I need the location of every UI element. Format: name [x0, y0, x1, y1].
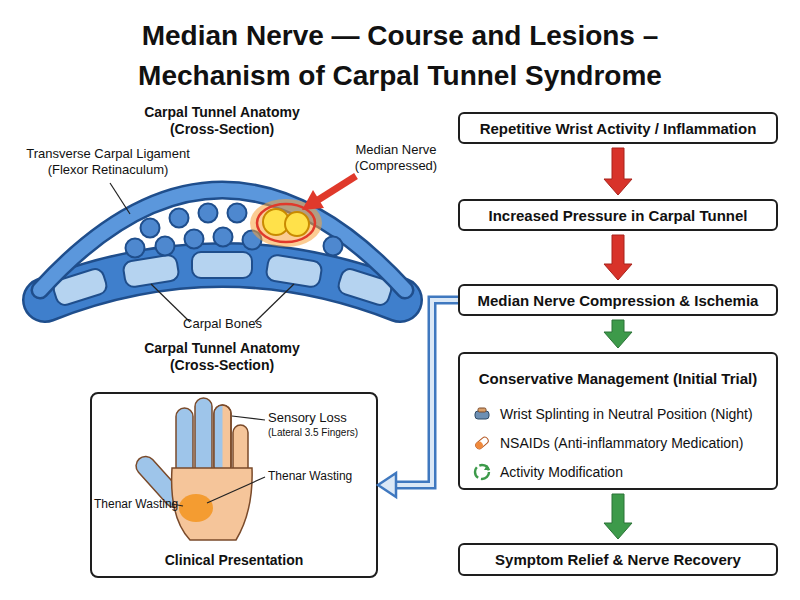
flexor-tendons: [170, 209, 189, 228]
box-text: Repetitive Wrist Activity / Inflammation: [480, 120, 757, 137]
part-label: Median Nerve (Compressed): [348, 142, 444, 173]
box-text: Median Nerve Compression & Ischemia: [478, 292, 759, 309]
median-nerve: [250, 199, 322, 247]
compression-arrow: [318, 176, 356, 200]
arrow-shape: [604, 235, 632, 280]
median-nerve: [285, 212, 309, 236]
carpal-bones: [192, 252, 252, 278]
carpal-bones: [122, 254, 179, 288]
sign-label: Thenar Wasting: [94, 497, 174, 511]
treatment-box: Conservative Management (Initial Trial) W…: [458, 352, 778, 490]
carpal-bones: [336, 267, 393, 307]
flow-arrow: [604, 320, 632, 348]
flexor-tendons: [156, 237, 175, 256]
leader-lines: [110, 183, 130, 214]
median-nerve: [263, 209, 289, 235]
process-box: Symptom Relief & Nerve Recovery: [458, 543, 778, 576]
sign-label: Thenar Wasting: [268, 469, 373, 483]
bullet-text: NSAIDs (Anti-inflammatory Medication): [500, 435, 744, 451]
median-nerve: [250, 199, 322, 247]
carpal-bone-band: [45, 265, 400, 300]
bullet-row: NSAIDs (Anti-inflammatory Medication): [460, 428, 776, 457]
bullet-icon: [474, 440, 484, 450]
bullet-icon: [484, 465, 490, 470]
box-text: Increased Pressure in Carpal Tunnel: [489, 207, 748, 224]
flow-arrow: [604, 235, 632, 280]
box-heading: Conservative Management (Initial Trial): [466, 370, 770, 387]
part-label: Carpal Bones: [160, 316, 285, 332]
flexor-tendons: [228, 204, 247, 223]
flexor-tendons: [324, 237, 343, 256]
process-box: Median Nerve Compression & Ischemia: [458, 284, 778, 316]
arrow-shape: [604, 320, 632, 348]
leader-lines: [110, 183, 294, 322]
bullet-icon: [474, 435, 489, 449]
carpal-bones: [265, 254, 322, 288]
compression-arrow: [302, 176, 356, 210]
flexor-tendons: [185, 230, 204, 249]
carpal-bones: [51, 252, 393, 307]
bullet-icon: [472, 433, 492, 453]
transverse-carpal-ligament: [40, 190, 405, 290]
connector-line: [394, 300, 458, 485]
bullet-icon: [478, 408, 486, 412]
flexor-tendons: [141, 219, 160, 238]
flexor-tendons: [126, 204, 343, 258]
process-box: Repetitive Wrist Activity / Inflammation: [458, 112, 778, 144]
flexor-tendons: [214, 228, 233, 247]
compression-arrow: [302, 190, 324, 210]
median-nerve: [257, 204, 315, 242]
box-text: Symptom Relief & Nerve Recovery: [495, 551, 741, 568]
arrow-shape: [604, 494, 632, 539]
arrow-shape: [604, 148, 632, 195]
carpal-bone-band: [45, 265, 400, 300]
process-box: Increased Pressure in Carpal Tunnel: [458, 199, 778, 231]
carpal-bones: [51, 267, 108, 307]
flow-arrow: [604, 494, 632, 539]
connector-line: [394, 300, 458, 485]
flow-arrow: [378, 300, 458, 497]
bullet-text: Wrist Splinting in Neutral Position (Nig…: [500, 406, 753, 422]
bullet-icon: [472, 462, 492, 482]
part-label: Transverse Carpal Ligament (Flexor Retin…: [10, 146, 206, 177]
section-heading: Carpal Tunnel Anatomy (Cross-Section): [137, 340, 307, 374]
bullet-icon: [475, 465, 489, 479]
sign-label: Sensory Loss: [268, 410, 373, 426]
sign-note: (Lateral 3.5 Fingers): [268, 427, 376, 439]
flexor-tendons: [199, 204, 218, 223]
flexor-tendons: [126, 239, 145, 258]
flow-arrow: [604, 148, 632, 195]
box-caption: Clinical Presentation: [165, 552, 303, 568]
bullet-icon: [472, 404, 492, 424]
transverse-carpal-ligament: [40, 190, 405, 290]
transverse-carpal-ligament: [40, 190, 405, 290]
bullet-icon: [474, 435, 489, 449]
bullet-text: Activity Modification: [500, 464, 623, 480]
flexor-tendons: [243, 231, 262, 250]
carpal-bone-band: [45, 265, 400, 300]
section-heading: Carpal Tunnel Anatomy (Cross-Section): [137, 104, 307, 138]
bullet-row: Wrist Splinting in Neutral Position (Nig…: [460, 399, 776, 428]
arrow-head: [378, 473, 396, 497]
bullet-row: Activity Modification: [460, 457, 776, 486]
diagram-title: Median Nerve — Course and Lesions – Mech…: [100, 16, 700, 96]
